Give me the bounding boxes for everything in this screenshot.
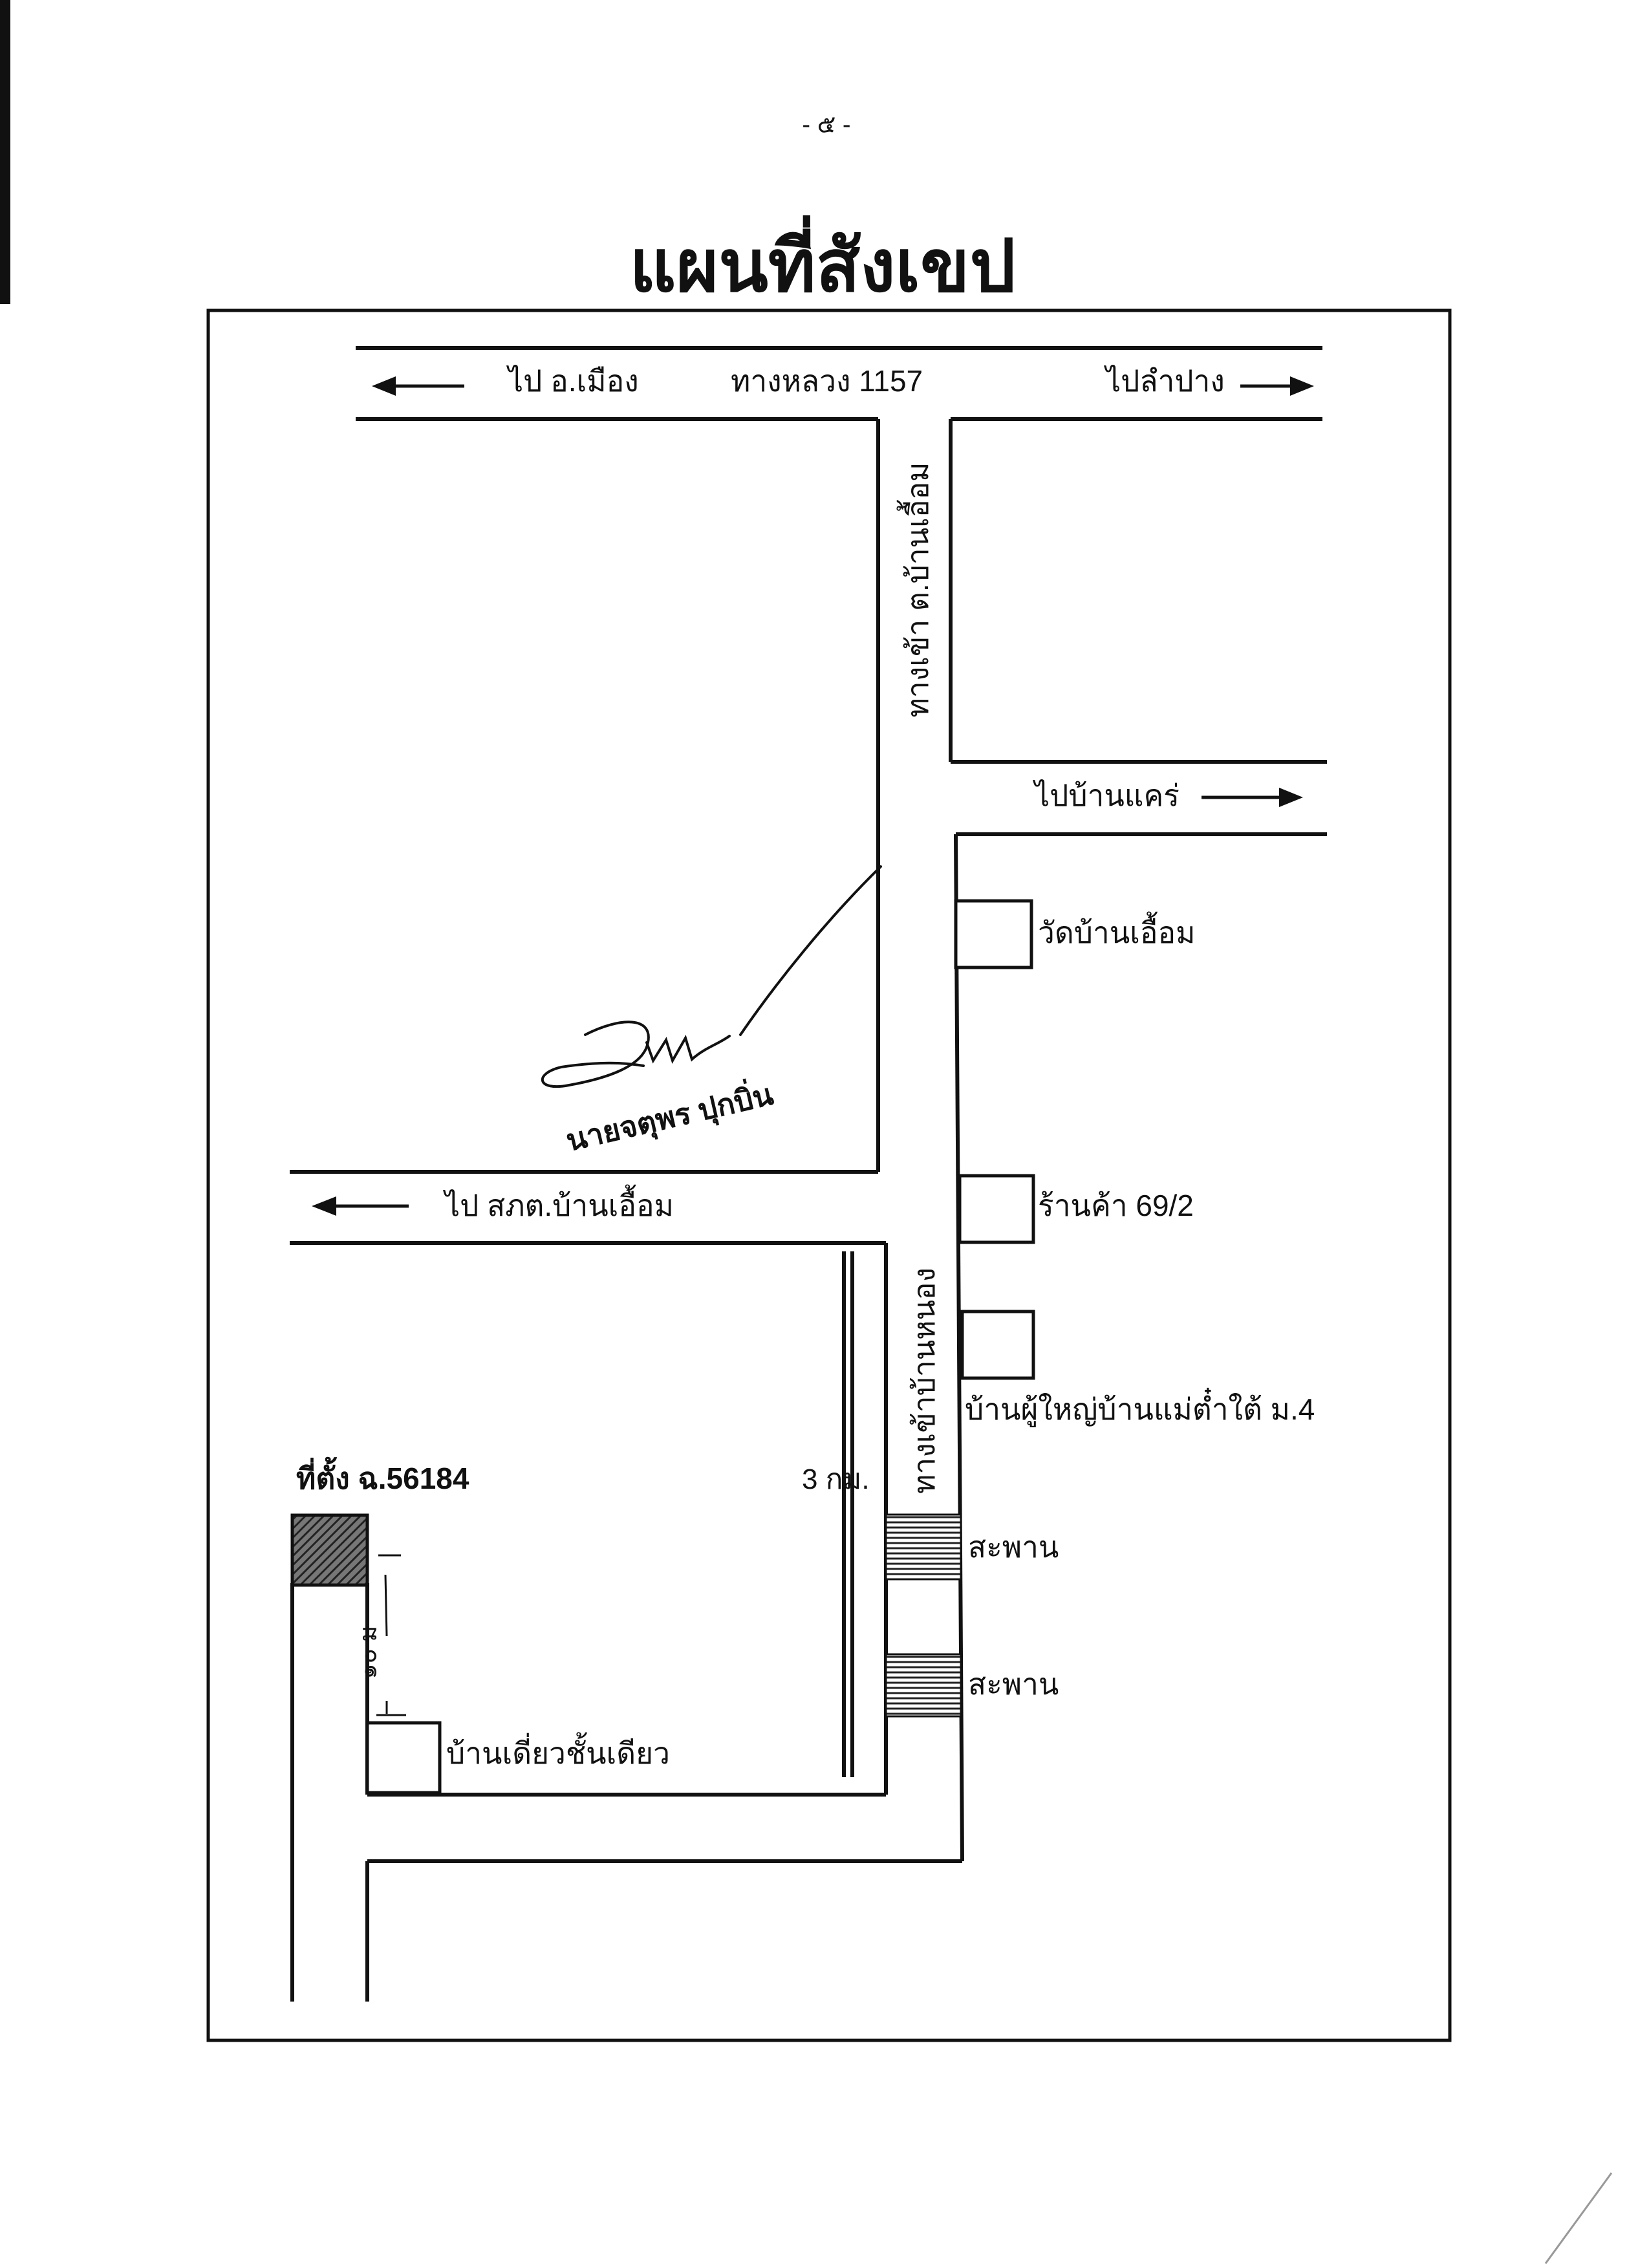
headman-house-building	[960, 1310, 1035, 1380]
distance-10m-label: ๑๐ ม	[355, 1626, 382, 1679]
arrow-right-icon	[1202, 788, 1303, 807]
scan-fold-line	[1544, 2172, 1613, 2264]
label-distance: 3 กม.	[802, 1463, 870, 1495]
label-entrance-uam: ทางเข้า ต.บ้านเอื้อม	[896, 462, 934, 718]
label-to-ban-khae: ไปบ้านแคร่	[1032, 779, 1180, 812]
shop-building	[958, 1174, 1035, 1244]
arrow-left-icon	[372, 376, 464, 396]
single-house-building	[365, 1721, 442, 1795]
location-marker	[290, 1513, 369, 1587]
label-entrance-nong: ทางเข้าบ้านหนอง	[907, 1268, 941, 1494]
signature	[541, 865, 882, 1088]
label-location: ที่ตั้ง ฉ.56184	[296, 1456, 469, 1495]
signer-name: นายจตุพร ปุกบิ่น	[562, 1074, 777, 1160]
label-shop: ร้านค้า 69/2	[1038, 1189, 1194, 1222]
arrow-left-icon	[312, 1196, 409, 1216]
label-bridge-2: สะพาน	[968, 1667, 1059, 1701]
page-number: - ๕ -	[802, 111, 850, 138]
label-highway: ทางหลวง 1157	[731, 364, 923, 398]
label-headman-house: บ้านผู้ใหญ่บ้านแม่ต๋ำใต้ ม.4	[965, 1387, 1315, 1427]
temple-building	[954, 899, 1033, 969]
arrow-right-icon	[1240, 376, 1314, 396]
scan-edge-left	[0, 0, 10, 304]
page-title: แผนที่สังเขป	[629, 215, 1015, 308]
label-temple: วัดบ้านเอื้อม	[1038, 911, 1195, 949]
distance-10m-marker	[376, 1554, 406, 1716]
label-to-police: ไป สภต.บ้านเอื้อม	[442, 1184, 674, 1222]
label-to-lampang: ไปลำปาง	[1103, 364, 1225, 398]
bridge-1	[885, 1513, 962, 1581]
map-frame	[206, 308, 1452, 2042]
label-bridge-1: สะพาน	[968, 1530, 1059, 1564]
label-to-mueang: ไป อ.เมือง	[506, 364, 639, 398]
label-single-house: บ้านเดี่ยวชั้นเดียว	[446, 1732, 670, 1770]
bridge-2	[885, 1653, 962, 1718]
